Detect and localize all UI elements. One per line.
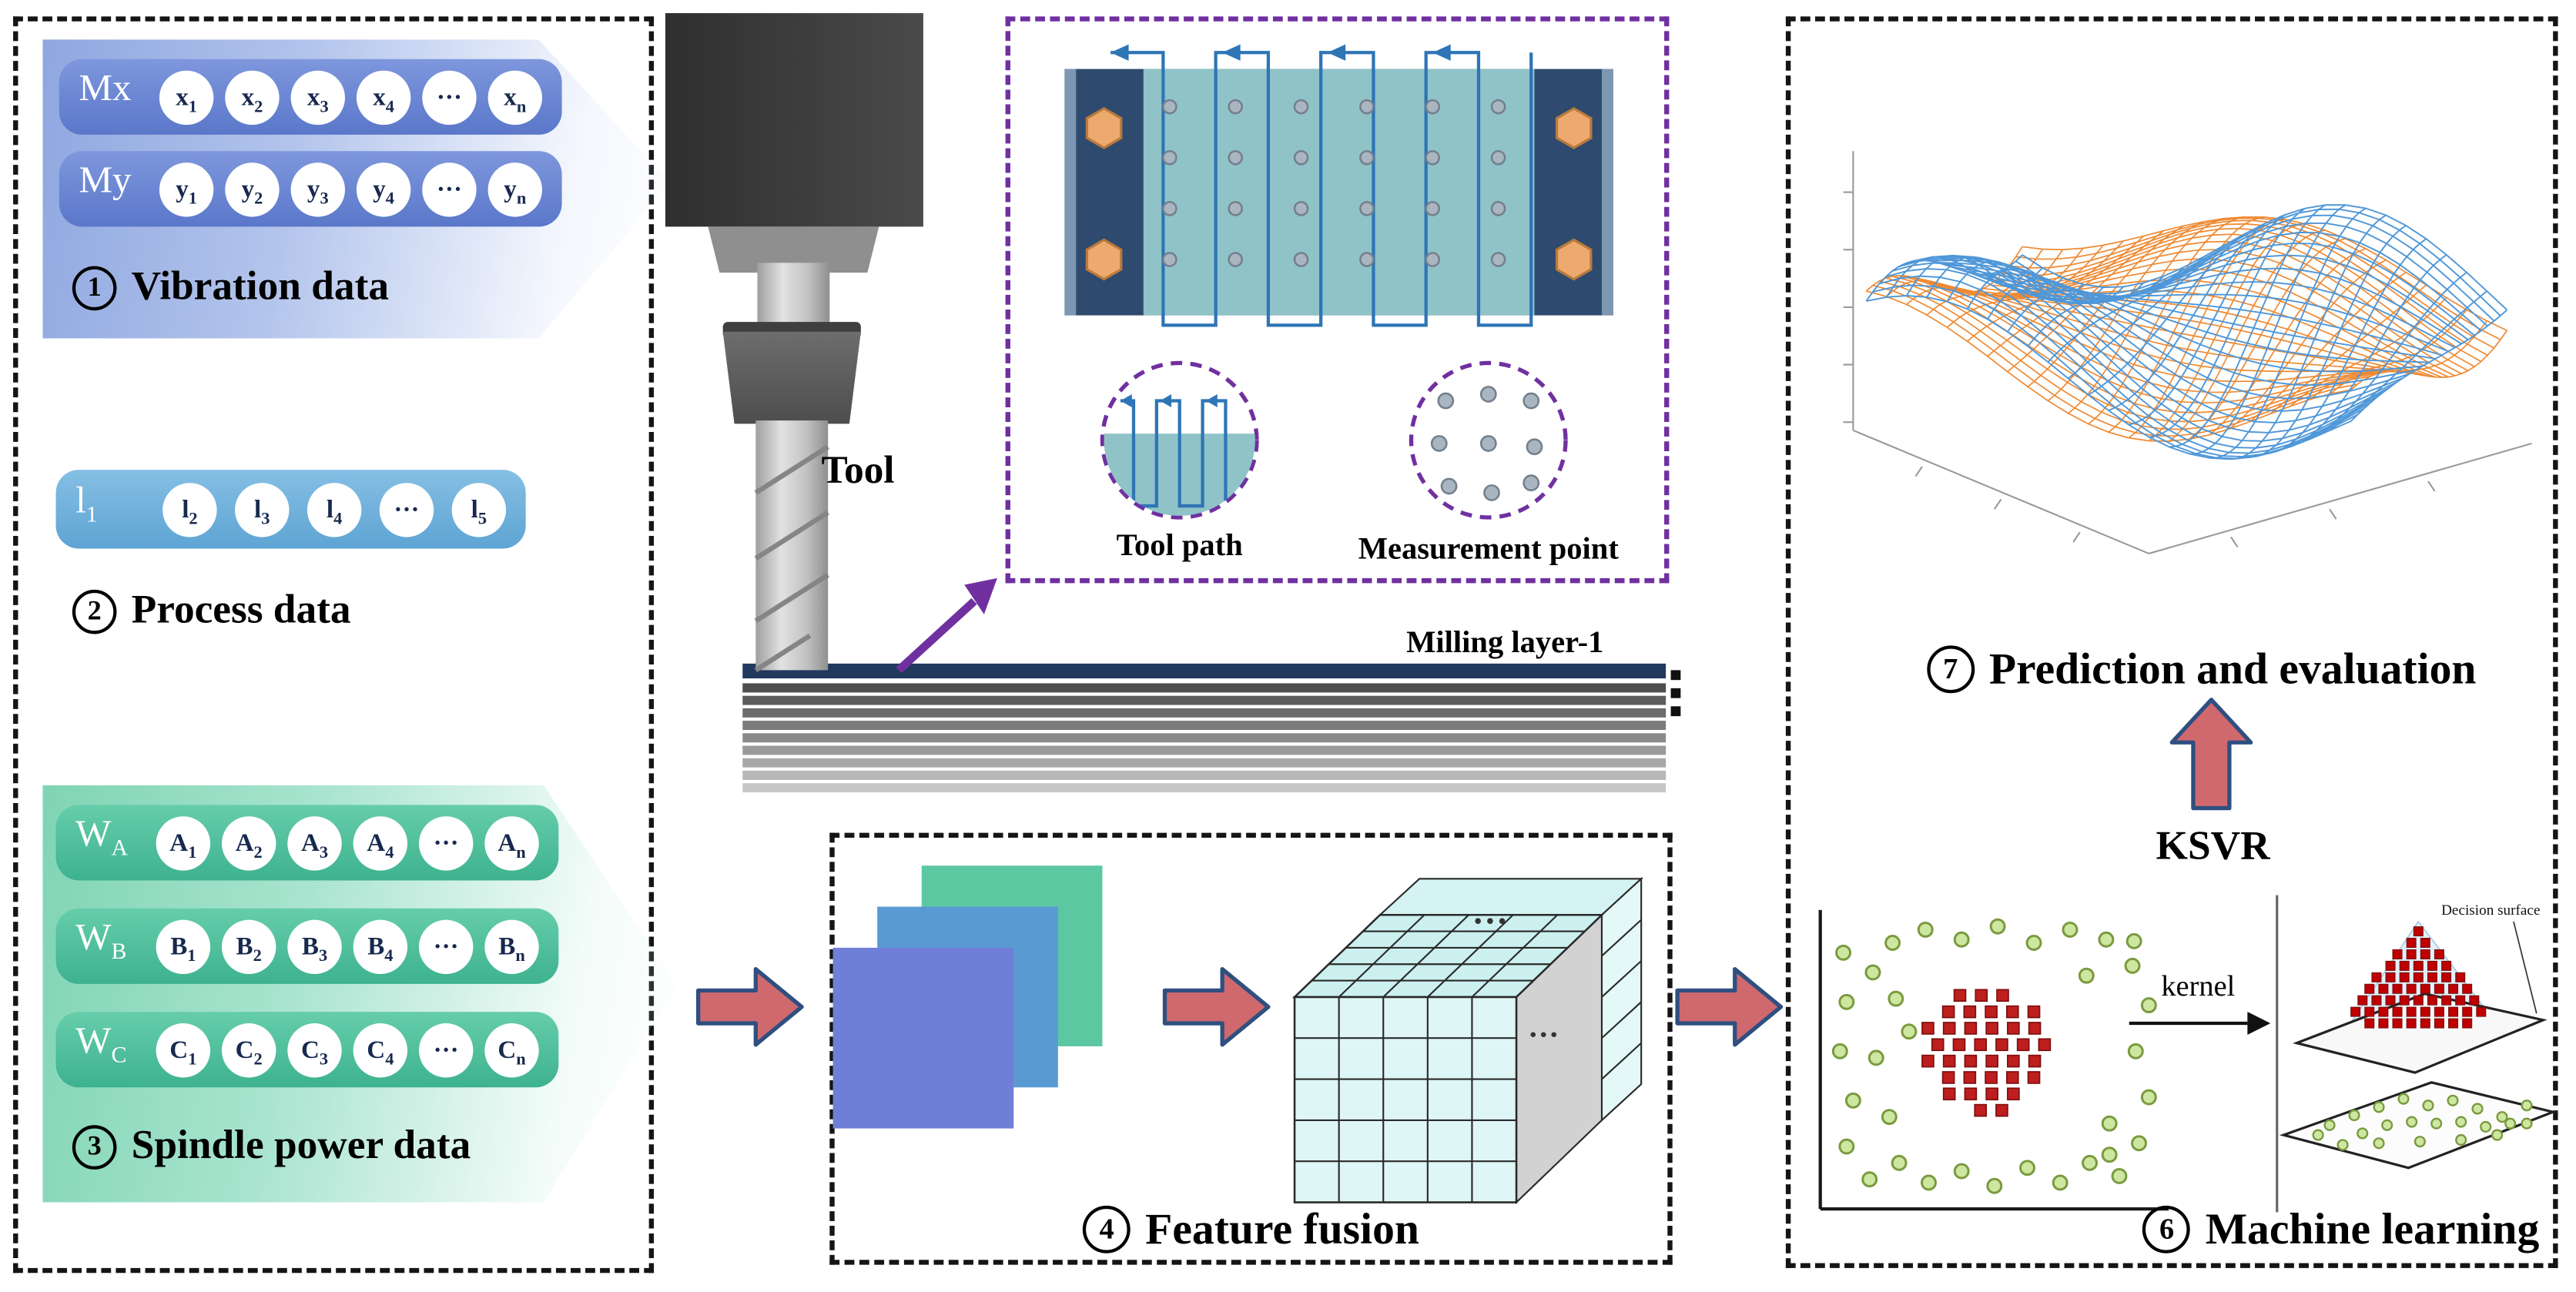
data-cell: ··· (379, 482, 434, 537)
pill-label: WC (75, 1020, 127, 1069)
ml-title: 6 Machine learning (2119, 1204, 2563, 1255)
data-cell: l5 (451, 482, 507, 537)
surface-plot (1843, 151, 2532, 554)
data-cell: ··· (422, 69, 477, 125)
data-cell: y2 (225, 162, 280, 216)
red-arrow-icon (695, 966, 804, 1047)
pill-label: WB (75, 916, 127, 966)
fusion-badge: 4 (1083, 1205, 1131, 1254)
process-badge: 2 (72, 588, 117, 634)
prediction-badge: 7 (1926, 645, 1975, 694)
data-cell: An (484, 815, 539, 870)
data-pill: l1 l2 l3 l4 ··· l5 (55, 470, 526, 549)
milling-layer-label: Milling layer-1 (1406, 625, 1604, 661)
red-arrow-icon (1675, 966, 1784, 1047)
pill-label: WA (75, 813, 129, 862)
data-cell: y1 (159, 162, 214, 216)
data-cell: ··· (418, 1022, 474, 1077)
decision-surface-label: Decision surface (2441, 902, 2540, 919)
vibration-badge: 1 (72, 265, 117, 310)
data-cell: B1 (156, 919, 211, 973)
data-cell: B3 (287, 919, 342, 973)
data-cell: B2 (221, 919, 276, 973)
data-cell: y4 (356, 162, 411, 216)
decision-surface-illustration: Decision surface (2276, 895, 2558, 1213)
red-arrow-up-icon (2169, 698, 2253, 811)
measurement-inset-label: Measurement point (1358, 532, 1619, 567)
prediction-title: 7 Prediction and evaluation (1857, 644, 2547, 695)
cube-dots-top: ··· (1472, 902, 1508, 942)
purple-arrow-icon (896, 577, 997, 674)
vertical-dots-icon (1670, 706, 1681, 717)
tool-label: Tool (821, 450, 895, 493)
data-cell: C4 (353, 1022, 408, 1077)
ksvr-label: KSVR (2156, 824, 2270, 869)
workpiece-layers (742, 663, 1667, 793)
data-cell: xn (487, 69, 542, 125)
prediction-title-text: Prediction and evaluation (1988, 644, 2477, 694)
feature-fusion-box (829, 832, 1673, 1265)
data-cell: x4 (356, 69, 411, 125)
cube-dots-side: ··· (1528, 1017, 1559, 1052)
data-cell: A1 (156, 815, 211, 870)
spindle-badge: 3 (72, 1124, 117, 1169)
toolpath-inset-label: Tool path (1116, 528, 1243, 564)
data-cell: ··· (418, 815, 474, 870)
data-cell: ··· (422, 162, 477, 216)
pill-label: l1 (75, 480, 98, 529)
kernel-arrow-icon (2129, 1012, 2271, 1035)
process-title-text: Process data (131, 587, 351, 633)
kernel-label: kernel (2161, 969, 2236, 1002)
data-cell: C3 (287, 1022, 342, 1077)
data-cell: l2 (162, 482, 217, 537)
vertical-dots-icon (1670, 688, 1681, 698)
milling-tool-illustration (665, 13, 923, 673)
data-cell: A3 (287, 815, 342, 870)
data-cell: yn (487, 162, 542, 216)
data-cell: x2 (225, 69, 280, 125)
data-cell: C1 (156, 1022, 211, 1077)
feature-map-periwinkle (832, 947, 1014, 1129)
data-cell: A2 (221, 815, 276, 870)
data-cell: Bn (484, 919, 539, 973)
process-title: 2 Process data (72, 588, 351, 634)
data-cell: l3 (235, 482, 290, 537)
data-cell: B4 (353, 919, 408, 973)
ml-badge: 6 (2142, 1205, 2191, 1254)
red-arrow-icon (1162, 966, 1271, 1047)
data-cell: A4 (353, 815, 408, 870)
fusion-title-text: Feature fusion (1145, 1203, 1419, 1254)
input-data-panel (13, 16, 655, 1274)
fused-tensor-cube: ··· ··· (1291, 876, 1643, 1205)
fusion-title: 4 Feature fusion (829, 1204, 1672, 1255)
data-cell: C2 (221, 1022, 276, 1077)
scatter-plot (1818, 909, 2169, 1211)
ml-title-text: Machine learning (2205, 1203, 2540, 1254)
data-cell: x1 (159, 69, 214, 125)
vibration-title: 1 Vibration data (72, 264, 389, 310)
vertical-dots-icon (1670, 670, 1681, 681)
vibration-title-text: Vibration data (131, 264, 390, 310)
ml-prediction-panel (1785, 16, 2558, 1268)
toolpath-diagram (1064, 44, 1613, 520)
data-cell: Cn (484, 1022, 539, 1077)
data-cell: x3 (290, 69, 345, 125)
process-pill-group: l1 l2 l3 l4 ··· l5 (55, 470, 526, 565)
data-cell: y3 (290, 162, 345, 216)
data-cell: ··· (418, 919, 474, 973)
spindle-title: 3 Spindle power data (72, 1123, 471, 1170)
data-cell: l4 (307, 482, 362, 537)
spindle-title-text: Spindle power data (131, 1123, 471, 1168)
pill-label: My (79, 159, 132, 201)
pill-label: Mx (79, 67, 132, 109)
